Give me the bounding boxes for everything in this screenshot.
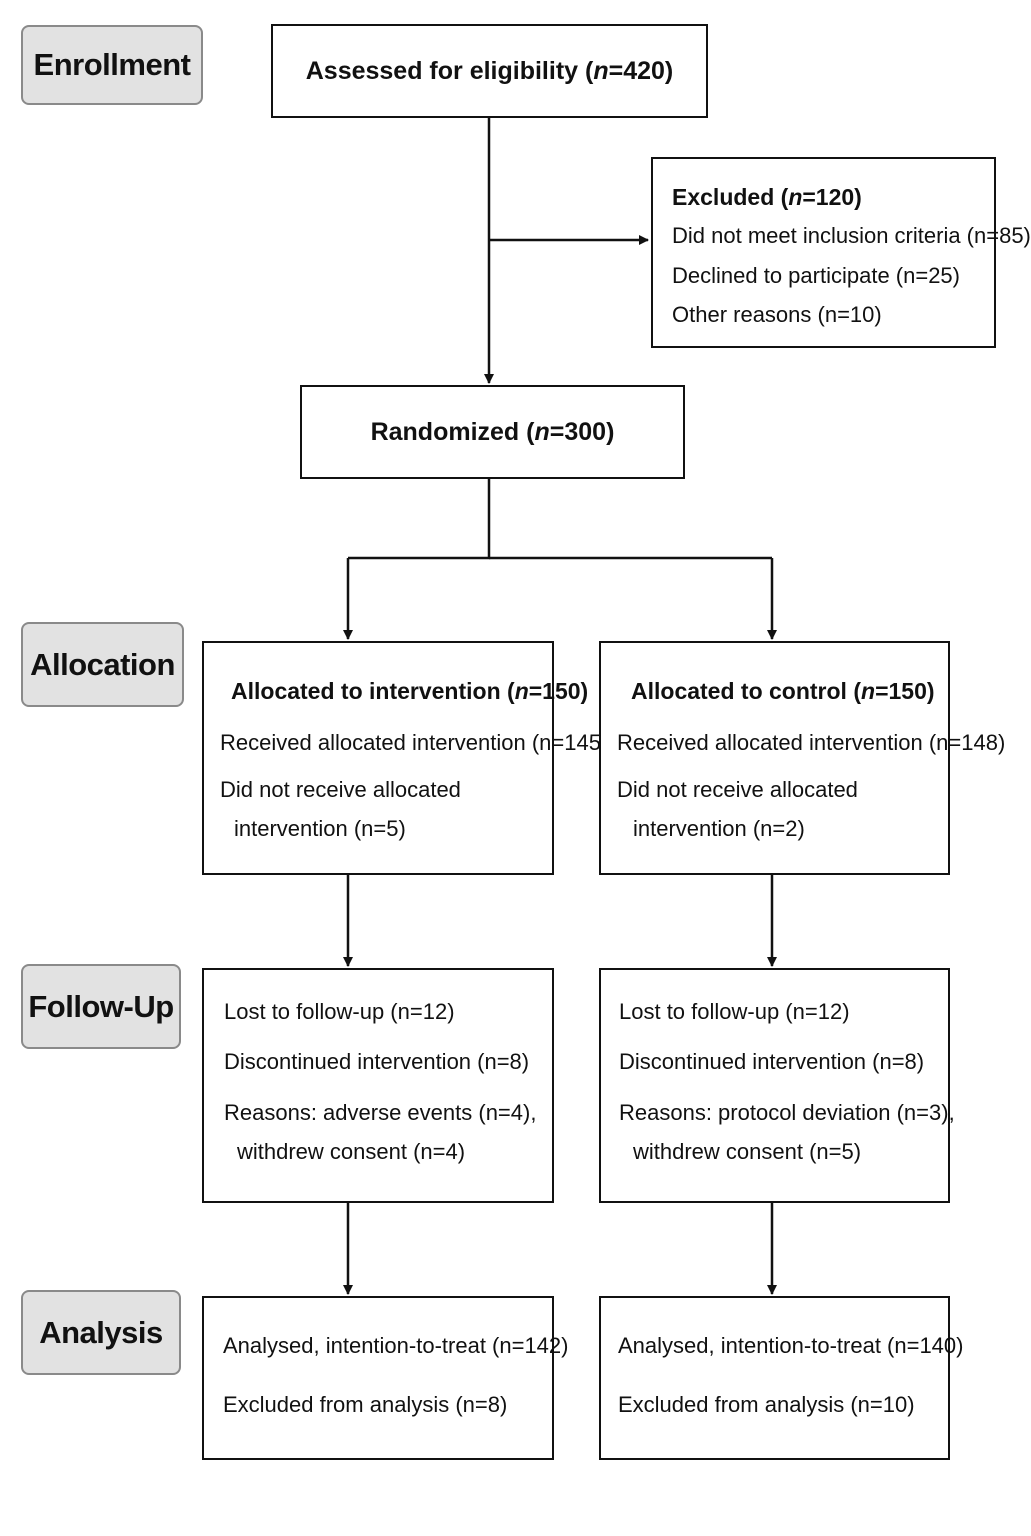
line-randomized-split bbox=[348, 478, 491, 560]
stage-analysis: Analysis bbox=[21, 1290, 181, 1375]
stage-analysis-label: Analysis bbox=[39, 1314, 163, 1350]
intervention-lost: Lost to follow-up (n=12) bbox=[224, 999, 455, 1024]
stage-enrollment: Enrollment bbox=[21, 25, 203, 105]
excluded-reason: Did not meet inclusion criteria (n=85) bbox=[672, 223, 1031, 248]
control-reasons-line2: withdrew consent (n=5) bbox=[633, 1139, 862, 1164]
control-not-received-line2: intervention (n=2) bbox=[633, 816, 805, 841]
intervention-received: Received allocated intervention (n=145) bbox=[220, 730, 609, 755]
stage-followup-label: Follow-Up bbox=[28, 988, 174, 1024]
intervention-not-received-line1: Did not receive allocated bbox=[220, 777, 461, 802]
stage-allocation-label: Allocation bbox=[30, 646, 175, 682]
intervention-allocation-box: Allocated to intervention (n=150) Receiv… bbox=[202, 641, 608, 875]
intervention-analysis-box: Analysed, intention-to-treat (n=142) Exc… bbox=[202, 1296, 568, 1460]
control-analysed: Analysed, intention-to-treat (n=140) bbox=[618, 1333, 964, 1358]
intervention-discontinued: Discontinued intervention (n=8) bbox=[224, 1049, 530, 1074]
control-allocation-box: Allocated to control (n=150) Received al… bbox=[599, 641, 1005, 875]
intervention-not-received-line2: intervention (n=5) bbox=[234, 816, 406, 841]
assessed-box: Assessed for eligibility (n=420) bbox=[271, 24, 708, 118]
intervention-analysed: Analysed, intention-to-treat (n=142) bbox=[223, 1333, 569, 1358]
intervention-excluded-analysis: Excluded from analysis (n=8) bbox=[223, 1392, 508, 1417]
control-received: Received allocated intervention (n=148) bbox=[617, 730, 1006, 755]
control-not-received-line1: Did not receive allocated bbox=[617, 777, 858, 802]
control-discontinued: Discontinued intervention (n=8) bbox=[619, 1049, 925, 1074]
stage-enrollment-label: Enrollment bbox=[33, 47, 191, 82]
control-analysis-box: Analysed, intention-to-treat (n=140) Exc… bbox=[599, 1296, 963, 1460]
control-reasons-line1: Reasons: protocol deviation (n=3), bbox=[619, 1100, 955, 1125]
excluded-reason: Declined to participate (n=25) bbox=[672, 263, 960, 288]
control-lost: Lost to follow-up (n=12) bbox=[619, 999, 850, 1024]
stage-followup: Follow-Up bbox=[21, 964, 181, 1049]
intervention-reasons-line1: Reasons: adverse events (n=4), bbox=[224, 1100, 537, 1125]
control-allocation-heading: Allocated to control (n=150) bbox=[631, 678, 935, 704]
assessed-text: Assessed for eligibility (n=420) bbox=[305, 57, 674, 85]
intervention-allocation-heading: Allocated to intervention (n=150) bbox=[231, 678, 589, 704]
control-excluded-analysis: Excluded from analysis (n=10) bbox=[618, 1392, 915, 1417]
control-followup-box: Lost to follow-up (n=12) Discontinued in… bbox=[599, 968, 955, 1203]
randomized-text: Randomized (n=300) bbox=[370, 418, 615, 446]
intervention-followup-box: Lost to follow-up (n=12) Discontinued in… bbox=[202, 968, 554, 1203]
excluded-box: Excluded (n=120) Did not meet inclusion … bbox=[651, 157, 1031, 348]
stage-allocation: Allocation bbox=[21, 622, 184, 707]
excluded-heading: Excluded (n=120) bbox=[672, 184, 862, 210]
randomized-box: Randomized (n=300) bbox=[300, 385, 685, 479]
intervention-reasons-line2: withdrew consent (n=4) bbox=[237, 1139, 466, 1164]
excluded-reason: Other reasons (n=10) bbox=[672, 302, 882, 327]
